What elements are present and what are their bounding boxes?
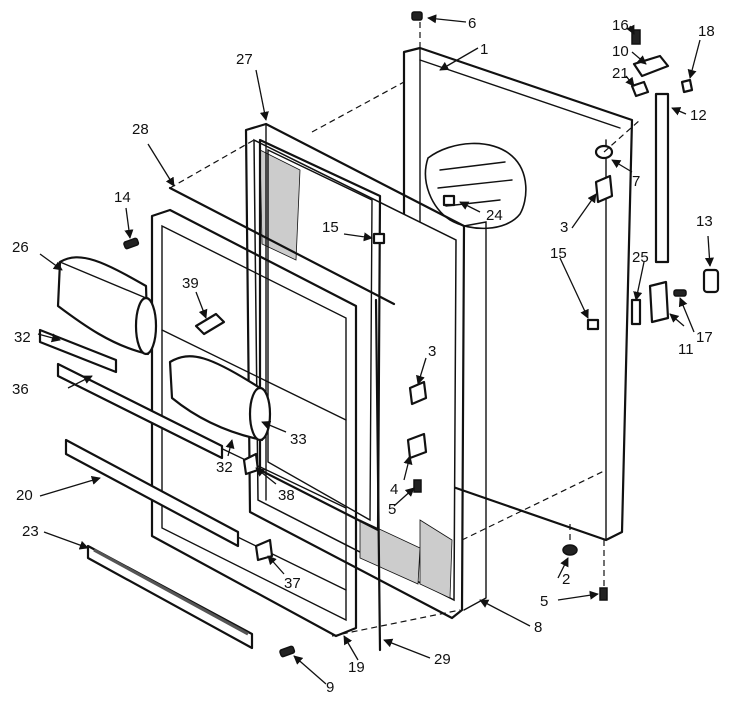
callout-8: 8 — [534, 619, 542, 636]
callout-32: 32 — [216, 459, 233, 476]
small-parts — [123, 11, 720, 658]
callout-21: 21 — [612, 65, 629, 82]
callout-3: 3 — [428, 343, 436, 360]
callout-18: 18 — [698, 23, 715, 40]
callout-24: 24 — [486, 207, 503, 224]
shelf-rails — [38, 328, 254, 650]
callout-1: 1 — [480, 41, 488, 58]
callout-23: 23 — [22, 523, 39, 540]
callout-33: 33 — [290, 431, 307, 448]
callout-37: 37 — [284, 575, 301, 592]
callout-6: 6 — [468, 15, 476, 32]
callout-28: 28 — [132, 121, 149, 138]
callout-5: 5 — [540, 593, 548, 610]
callout-15: 15 — [550, 245, 567, 262]
callout-25: 25 — [632, 249, 649, 266]
callout-4: 4 — [390, 481, 398, 498]
door-bin-26 — [56, 256, 158, 356]
callout-11: 11 — [678, 341, 694, 358]
leader-lines — [37, 14, 714, 685]
callout-13: 13 — [696, 213, 713, 230]
callout-14: 14 — [114, 189, 131, 206]
callout-labels: 1 2 3 3 4 5 5 6 7 8 9 10 11 12 13 14 15 … — [12, 15, 715, 696]
callout-12: 12 — [690, 107, 707, 124]
rail-36 — [56, 362, 224, 460]
rail-20 — [64, 438, 240, 548]
callout-20: 20 — [16, 487, 33, 504]
callout-15: 15 — [322, 219, 339, 236]
callout-9: 9 — [326, 679, 334, 696]
part-24-clip — [442, 194, 456, 207]
callout-16: 16 — [612, 17, 629, 34]
callout-3: 3 — [560, 219, 568, 236]
callout-39: 39 — [182, 275, 199, 292]
callout-5: 5 — [388, 501, 396, 518]
trim-strip-28 — [168, 186, 396, 306]
callout-19: 19 — [348, 659, 365, 676]
callout-36: 36 — [12, 381, 29, 398]
alignment-lines — [169, 20, 641, 637]
callout-29: 29 — [434, 651, 451, 668]
callout-10: 10 — [612, 43, 629, 60]
callout-32: 32 — [14, 329, 31, 346]
callout-26: 26 — [12, 239, 29, 256]
callout-7: 7 — [632, 173, 640, 190]
callout-17: 17 — [696, 329, 713, 346]
callout-38: 38 — [278, 487, 295, 504]
callout-2: 2 — [562, 571, 570, 588]
callout-27: 27 — [236, 51, 253, 68]
